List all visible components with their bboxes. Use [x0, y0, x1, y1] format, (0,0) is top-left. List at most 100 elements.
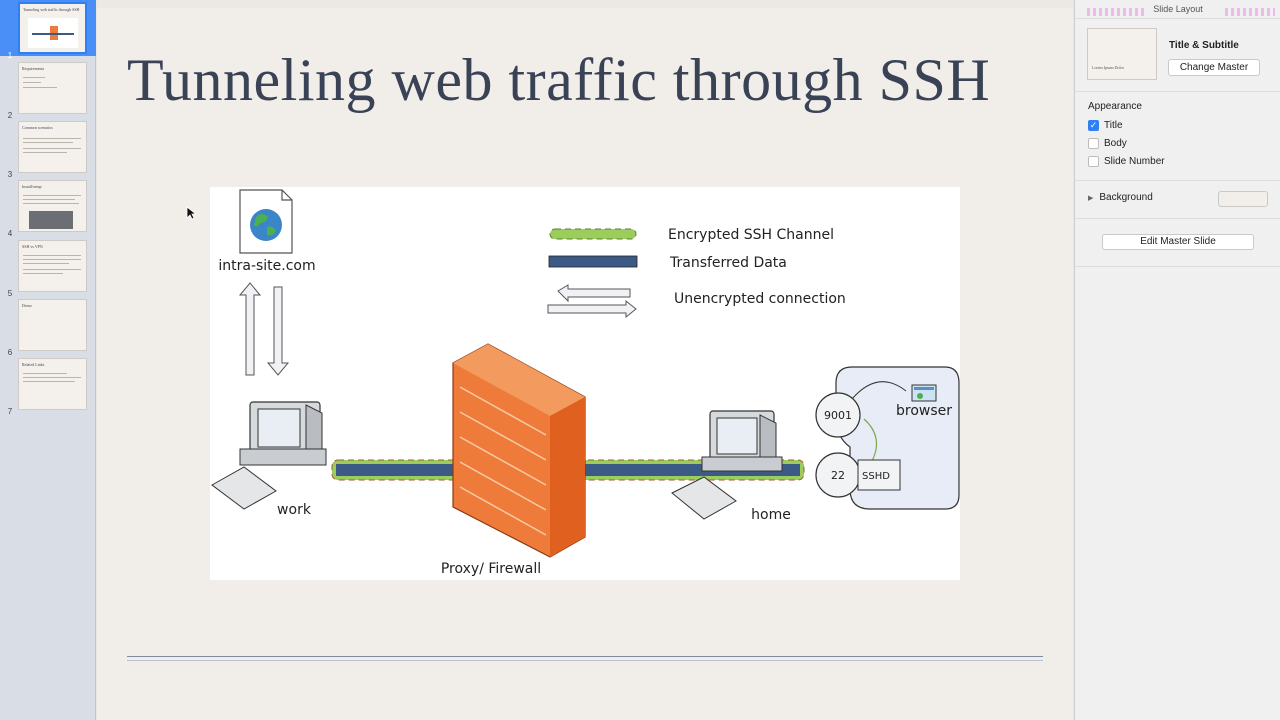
sshd-label: SSHD: [862, 471, 890, 482]
divider: [1075, 18, 1280, 19]
divider: [1075, 218, 1280, 219]
unencrypted-arrows: [238, 282, 290, 376]
thumbnail-text-line: [23, 142, 73, 143]
legend-arrow-left: [557, 284, 631, 303]
slide-rule: [127, 656, 1043, 657]
web-page-icon: [239, 189, 293, 254]
slide-number: 6: [7, 348, 13, 357]
port-22-label: 22: [831, 469, 845, 482]
thumbnail-title: SSH vs VPN: [22, 244, 43, 249]
thumbnail-text-line: [23, 138, 81, 139]
thumbnail-screenshot: [29, 211, 73, 229]
thumbnail-preview[interactable]: Tunneling web traffic through SSH: [18, 2, 87, 54]
thumbnail-preview[interactable]: Requirements: [18, 62, 87, 114]
title-checkbox[interactable]: ✓: [1088, 119, 1099, 131]
slide-rule-secondary: [127, 660, 1043, 661]
slide-thumbnail-5[interactable]: 5 SSH vs VPN: [0, 240, 96, 298]
thumbnail-text-line: [23, 203, 79, 204]
thumbnail-text-line: [23, 87, 57, 88]
master-thumbnail[interactable]: Lorem Ipsum Dolor: [1087, 28, 1157, 80]
thumbnail-text-line: [23, 381, 75, 382]
legend-data-label: Transferred Data: [669, 255, 787, 271]
site-label: intra-site.com: [218, 258, 315, 274]
title-checkbox-row[interactable]: ✓ Title: [1088, 118, 1123, 132]
body-checkbox-label: Body: [1104, 137, 1127, 149]
divider: [1075, 180, 1280, 181]
thumbnail-text-line: [23, 263, 69, 264]
body-checkbox-row[interactable]: Body: [1088, 136, 1127, 150]
render-artifact: [1225, 8, 1275, 16]
thumbnail-text-line: [23, 269, 81, 270]
slide-navigator[interactable]: 1 Tunneling web traffic through SSH 2 Re…: [0, 0, 96, 720]
port-9001-node: [815, 392, 861, 438]
slide-number-checkbox-row[interactable]: Slide Number: [1088, 154, 1165, 168]
thumbnail-text-line: [23, 259, 81, 260]
browser-label: browser: [896, 403, 952, 419]
mouse-cursor-icon: [186, 206, 196, 220]
slide-thumbnail-2[interactable]: 2 Requirements: [0, 62, 96, 120]
thumbnail-title: Common scenarios: [22, 125, 53, 130]
background-label: Background: [1099, 192, 1153, 203]
disclosure-triangle-icon[interactable]: ▶: [1088, 194, 1094, 202]
thumbnail-text-line: [23, 195, 81, 196]
slide-number: 7: [7, 407, 13, 416]
thumbnail-title: Requirements: [22, 66, 45, 71]
inspector-header[interactable]: Slide Layout: [1153, 4, 1203, 14]
legend-encrypted-swatch: [549, 228, 637, 240]
edit-master-slide-button[interactable]: Edit Master Slide: [1102, 234, 1254, 250]
thumbnail-text-line: [23, 152, 67, 153]
slide-number-checkbox-label: Slide Number: [1104, 155, 1165, 167]
thumbnail-text-line: [23, 82, 41, 83]
slide-number: 1: [7, 51, 13, 60]
legend-data-swatch: [548, 255, 638, 268]
ssh-tunnel-diagram[interactable]: intra-site.com Encrypted SSH Channel Tra…: [210, 187, 960, 580]
slide-thumbnail-3[interactable]: 3 Common scenarios: [0, 121, 96, 179]
slide[interactable]: Tunneling web traffic through SSH intra-…: [97, 8, 1073, 720]
legend: Encrypted SSH Channel Transferred Data U…: [547, 227, 846, 319]
legend-unencrypted-label: Unencrypted connection: [674, 291, 846, 307]
thumbnail-title: Related Links: [22, 362, 45, 367]
thumbnail-title: Install/setup: [22, 184, 42, 189]
thumbnail-text-line: [23, 255, 81, 256]
browser-window-icon: [911, 384, 937, 402]
thumbnail-text-line: [23, 273, 63, 274]
slide-thumbnail-1[interactable]: 1 Tunneling web traffic through SSH: [0, 2, 96, 60]
work-label: work: [277, 502, 312, 518]
firewall-label: Proxy/ Firewall: [441, 561, 541, 577]
thumbnail-preview[interactable]: Common scenarios: [18, 121, 87, 173]
appearance-heading: Appearance: [1088, 101, 1142, 112]
thumbnail-title: Demo: [22, 303, 32, 308]
thumbnail-line: [32, 33, 74, 35]
thumbnail-preview[interactable]: Demo: [18, 299, 87, 351]
legend-arrow-right: [547, 299, 637, 319]
firewall-icon: [452, 343, 586, 558]
background-disclosure[interactable]: ▶ Background: [1088, 192, 1153, 203]
body-checkbox[interactable]: [1088, 137, 1099, 149]
title-checkbox-label: Title: [1104, 119, 1123, 131]
thumbnail-preview[interactable]: Related Links: [18, 358, 87, 410]
slide-thumbnail-7[interactable]: 7 Related Links: [0, 358, 96, 416]
thumbnail-preview[interactable]: Install/setup: [18, 180, 87, 232]
slide-canvas[interactable]: Tunneling web traffic through SSH intra-…: [97, 0, 1073, 720]
change-master-button[interactable]: Change Master: [1168, 59, 1260, 76]
slide-number-checkbox[interactable]: [1088, 155, 1099, 167]
thumbnail-text-line: [23, 77, 45, 78]
background-color-well[interactable]: [1218, 191, 1268, 207]
home-label: home: [751, 507, 791, 523]
thumbnail-preview[interactable]: SSH vs VPN: [18, 240, 87, 292]
master-thumbnail-text: Lorem Ipsum Dolor: [1092, 65, 1124, 70]
thumbnail-diagram: [28, 18, 78, 48]
work-computer-icon: [211, 401, 327, 510]
thumbnail-title: Tunneling web traffic through SSH: [23, 7, 80, 12]
thumbnail-text-line: [23, 377, 81, 378]
sshd-box: [857, 459, 901, 491]
thumbnail-text-line: [23, 148, 81, 149]
divider: [1075, 266, 1280, 267]
slide-title[interactable]: Tunneling web traffic through SSH: [127, 47, 991, 113]
slide-thumbnail-4[interactable]: 4 Install/setup: [0, 180, 96, 238]
slide-thumbnail-6[interactable]: 6 Demo: [0, 299, 96, 357]
thumbnail-text-line: [23, 373, 67, 374]
slide-number: 5: [7, 289, 13, 298]
port-9001-label: 9001: [824, 409, 852, 422]
